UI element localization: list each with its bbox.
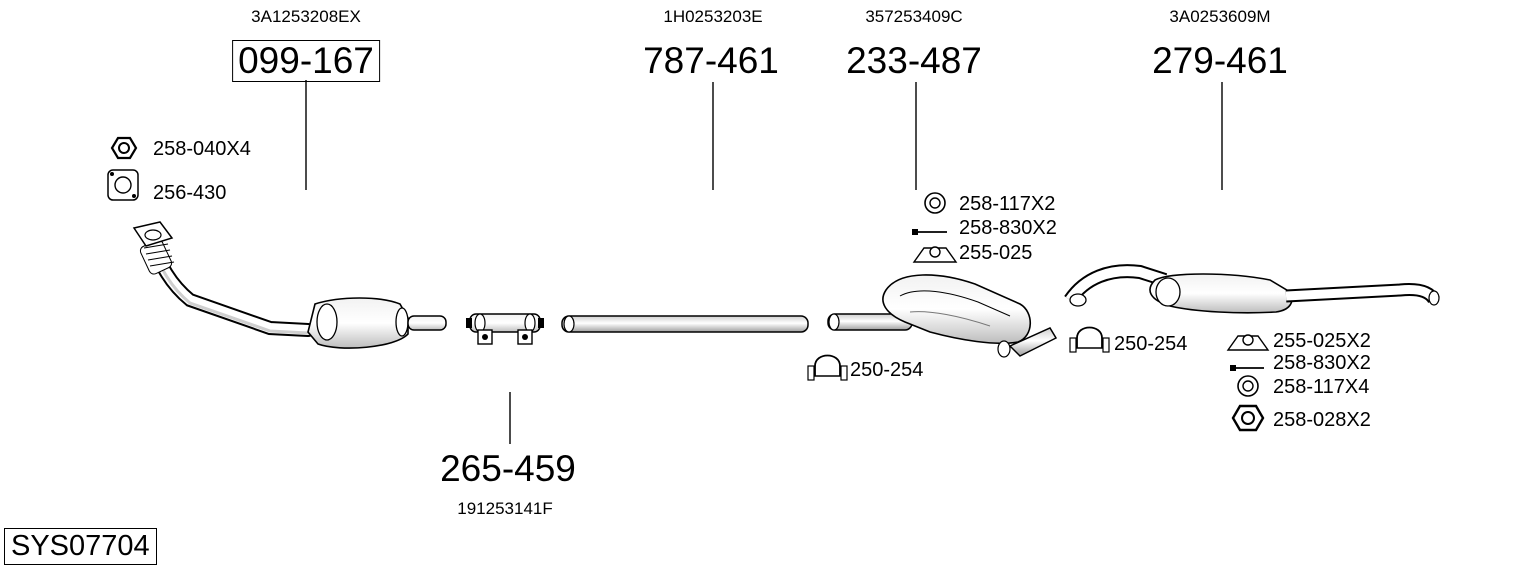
sleeve-clamp (466, 313, 544, 345)
ring-washer-icon (1237, 375, 1259, 397)
accessory-label-rubber-hanger[interactable]: 255-025 (959, 242, 1033, 264)
part-number-middle-pipe[interactable]: 787-461 (643, 40, 779, 81)
bolt-icon (912, 229, 947, 235)
part-number-centre-silencer[interactable]: 233-487 (846, 40, 982, 81)
oem-ref-rear-silencer: 3A0253609M (1169, 7, 1271, 26)
oem-ref-sleeve-clamp: 191253141F (457, 499, 553, 518)
accessory-label-bolt[interactable]: 258-830X2 (959, 217, 1057, 239)
oem-ref-front-pipe: 3A1253208EX (251, 7, 361, 26)
system-code: SYS07704 (4, 528, 157, 566)
part-number-rear-silencer[interactable]: 279-461 (1152, 40, 1288, 81)
middle-pipe (561, 315, 809, 333)
rear-silencer (1064, 264, 1440, 314)
leader-lines (305, 80, 1223, 444)
hex-nut-icon (110, 136, 138, 160)
accessory-label-rear-washer[interactable]: 258-117X4 (1273, 376, 1370, 398)
bolt-icon (1230, 365, 1264, 371)
accessory-label-rear-bolt[interactable]: 258-830X2 (1273, 352, 1371, 374)
part-number-sleeve-clamp[interactable]: 265-459 (440, 448, 576, 489)
u-clamp-icon (1069, 326, 1110, 353)
front-pipe-catalyst (132, 221, 447, 349)
centre-silencer (827, 274, 1058, 358)
oem-ref-middle-pipe: 1H0253203E (663, 7, 763, 26)
flange-gasket-icon (107, 169, 139, 201)
accessory-label-clamp-rear[interactable]: 250-254 (1114, 333, 1188, 355)
oem-ref-centre-silencer: 357253409C (865, 7, 963, 26)
accessory-label-rear-nut[interactable]: 258-028X2 (1273, 409, 1371, 431)
rubber-hanger-icon (1226, 334, 1270, 351)
part-number-front-pipe[interactable]: 099-167 (232, 40, 380, 82)
ring-washer-icon (924, 192, 946, 214)
u-clamp-icon (807, 354, 848, 381)
accessory-label-flange-gasket[interactable]: 256-430 (153, 182, 227, 204)
hex-nut-icon (1231, 404, 1265, 432)
accessory-label-hex-nut[interactable]: 258-040X4 (153, 138, 251, 160)
accessory-label-clamp-mid[interactable]: 250-254 (850, 359, 924, 381)
accessory-label-rear-hanger[interactable]: 255-025X2 (1273, 330, 1371, 352)
accessory-label-ring-washer[interactable]: 258-117X2 (959, 193, 1056, 215)
rubber-hanger-icon (912, 246, 958, 263)
